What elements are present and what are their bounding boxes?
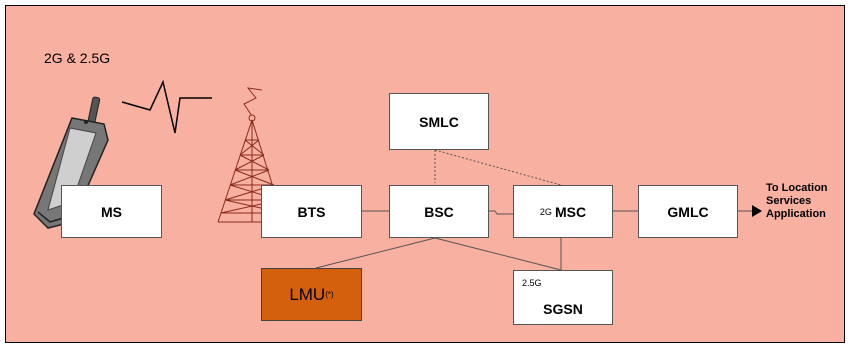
node-sgsn-corner: 2.5G — [522, 278, 542, 288]
node-bsc-label: BSC — [424, 203, 454, 220]
diagram-panel: 2G & 2.5G — [5, 5, 845, 343]
node-sgsn-label: SGSN — [543, 301, 583, 317]
node-lmu: LMU(*) — [261, 268, 362, 321]
signaling-lines — [434, 149, 562, 186]
node-gmlc-label: GMLC — [667, 203, 709, 220]
node-lmu-suffix: (*) — [325, 290, 334, 299]
destination-line-1: To Location — [766, 182, 828, 194]
destination-label: To Location Services Application — [766, 182, 828, 221]
node-gmlc: GMLC — [638, 185, 738, 238]
destination-line-3: Application — [766, 208, 826, 220]
panel-title: 2G & 2.5G — [44, 50, 111, 66]
arrow-icon — [752, 205, 762, 217]
node-sgsn: 2.5G SGSN — [513, 270, 613, 325]
destination-line-2: Services — [766, 195, 812, 207]
radio-wave-icon — [121, 79, 212, 134]
node-bts-label: BTS — [297, 203, 326, 220]
node-smlc-label: SMLC — [419, 113, 459, 130]
node-msc: 2G MSC — [513, 185, 613, 238]
node-smlc: SMLC — [389, 93, 489, 150]
node-ms: MS — [61, 185, 162, 238]
mobile-phone-icon — [33, 96, 109, 229]
node-msc-label: MSC — [554, 203, 587, 220]
connection-lines — [315, 210, 752, 271]
node-ms-label: MS — [101, 203, 122, 220]
node-msc-prefix: 2G — [539, 206, 552, 217]
node-bts: BTS — [261, 185, 362, 238]
node-bsc: BSC — [389, 185, 489, 238]
node-lmu-label: LMU — [289, 284, 326, 304]
